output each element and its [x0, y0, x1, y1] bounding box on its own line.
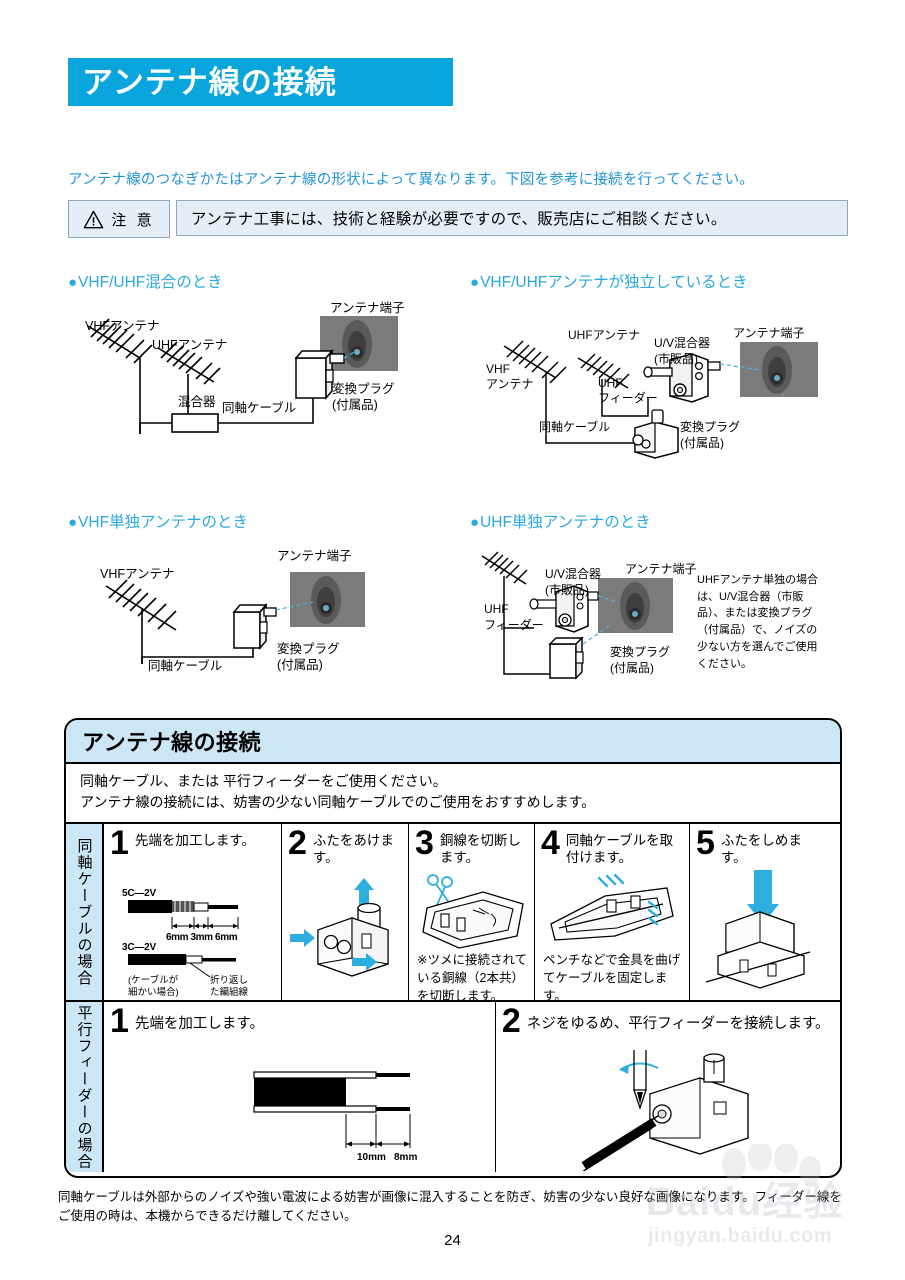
step-cell-coax-3: 3 銅線を切断します。: [409, 824, 535, 1003]
step-note-coax-4: ペンチなどで金具を曲げてケーブルを固定します。: [543, 953, 681, 1003]
caution-label: 注 意: [68, 200, 170, 238]
label-vhf-antenna-2: VHF アンテナ: [486, 362, 534, 391]
step-header: 1 先端を加工します。: [110, 1002, 490, 1040]
step-text: 先端を加工します。: [134, 1016, 264, 1032]
step-cell-coax-1: 1 先端を加工します。: [104, 824, 282, 1000]
label-uhf-antenna-2: UHFアンテナ: [568, 328, 641, 342]
label-feeder-dim-b: 8mm: [394, 1152, 418, 1163]
footer-note: 同軸ケーブルは外部からのノイズや強い電波による妨害が画像に混入することを防ぎ、妨…: [58, 1190, 842, 1223]
table-row-feeder: 平行フィーダーの場合 1 先端を加工します。: [66, 1002, 840, 1172]
label-antenna-terminal-1: アンテナ端子: [330, 301, 405, 315]
step-cell-feeder-2: 2 ネジをゆるめ、平行フィーダーを接続します。: [496, 1002, 840, 1172]
page-title: アンテナ線の接続: [82, 64, 337, 100]
step-note-coax-3: ※ツメに接続されている銅線（2本共）を切断します。: [417, 953, 528, 1003]
attach-coax-diagram: [550, 874, 674, 941]
label-plug-2: 変換プラグ (付属品): [680, 420, 741, 450]
step-number: 3: [415, 824, 434, 862]
table-row-coax: 同軸ケーブルの場合 1 先端を加工します。: [66, 824, 840, 1003]
step-text: 銅線を切断します。: [439, 833, 521, 866]
step-text: ふたをあけます。: [312, 833, 394, 866]
bullet-icon: ●: [470, 274, 480, 291]
figure-vhf-uhf-independent: [470, 300, 860, 460]
label-uhf-feeder-4: UHF フィーダー: [484, 602, 544, 632]
label-coax-1: 同軸ケーブル: [222, 401, 297, 415]
step-text: ネジをゆるめ、平行フィーダーを接続します。: [526, 1016, 830, 1032]
step-text: 同軸ケーブルを取付けます。: [565, 833, 674, 866]
bullet-icon: ●: [470, 514, 480, 531]
label-folded-braid: 折り返し た編組線: [210, 975, 249, 999]
section-heading-vhf-uhf-mixed: ●VHF/UHF混合のとき: [68, 274, 223, 291]
section-heading-uhf-only: ●UHF単独アンテナのとき: [470, 514, 651, 531]
page-number: 24: [444, 1232, 461, 1249]
label-plug-3: 変換プラグ (付属品): [277, 642, 340, 672]
step-header: 2 ふたをあけます。: [288, 824, 403, 867]
step-cell-feeder-1: 1 先端を加工します。: [104, 1002, 496, 1172]
figure-vhf-only: [68, 540, 468, 690]
step-header: 5 ふたをしめます。: [696, 824, 817, 867]
coax-strip-diagram: [128, 900, 239, 978]
antenna-connection-panel: アンテナ線の接続 同軸ケーブル、または 平行フィーダーをご使用ください。 アンテ…: [64, 718, 842, 1178]
step-header: 3 銅線を切断します。: [415, 824, 529, 867]
figure-vhf-uhf-mixed: [68, 296, 468, 456]
step-number: 5: [696, 824, 715, 862]
label-antenna-terminal-3: アンテナ端子: [277, 549, 352, 563]
label-coax-2: 同軸ケーブル: [539, 420, 611, 434]
intro-text: アンテナ線のつなぎかたはアンテナ線の形状によって異なります。下図を参考に接続を行…: [68, 172, 754, 188]
step-text: ふたをしめます。: [720, 833, 802, 866]
bullet-icon: ●: [68, 514, 78, 531]
warning-triangle-icon: [84, 210, 104, 228]
step-cell-coax-4: 4 同軸ケーブルを取付けます。: [535, 824, 690, 1003]
row-label-feeder: 平行フィーダーの場合: [66, 1002, 104, 1172]
step-header: 1 先端を加工します。: [110, 824, 276, 862]
figure-uhf-only: [470, 540, 700, 695]
label-uv-mixer-2: U/V混合器 (市販品): [654, 336, 711, 366]
label-cable-3c2v: 3C—2V: [122, 942, 157, 953]
step-header: 2 ネジをゆるめ、平行フィーダーを接続します。: [501, 1002, 835, 1040]
label-strip-dims: 6mm 3mm 6mm: [166, 932, 238, 943]
cut-wire-scissors-diagram: [422, 874, 524, 949]
page-header-bar: アンテナ線の接続: [68, 58, 453, 106]
step-number: 1: [110, 824, 129, 862]
section-heading-vhf-uhf-independent: ●VHF/UHFアンテナが独立しているとき: [470, 274, 748, 291]
label-vhf-antenna-1: VHFアンテナ: [85, 319, 160, 333]
panel-lead: 同軸ケーブル、または 平行フィーダーをご使用ください。 アンテナ線の接続には、妨…: [66, 764, 840, 824]
label-coax-3: 同軸ケーブル: [148, 659, 223, 673]
label-vhf-antenna-3: VHFアンテナ: [100, 567, 175, 581]
step-cell-coax-2: 2 ふたをあけます。: [282, 824, 409, 1000]
panel-rows: 同軸ケーブルの場合 1 先端を加工します。: [66, 824, 840, 1172]
uhf-only-note: UHFアンテナ単独の場合は、U/V混合器（市販品）、または変換プラグ（付属品）で…: [697, 574, 819, 670]
step-cell-coax-5: 5 ふたをしめます。: [690, 824, 822, 1000]
step-number: 1: [110, 1002, 129, 1040]
label-antenna-terminal-2: アンテナ端子: [733, 326, 805, 340]
bullet-icon: ●: [68, 274, 78, 291]
label-mixer-1: 混合器: [178, 395, 216, 409]
row-label-coax: 同軸ケーブルの場合: [66, 824, 104, 1000]
panel-title: アンテナ線の接続: [66, 720, 840, 764]
label-thin-cable-note: (ケーブルが 細かい場合): [128, 975, 179, 999]
feeder-strip-diagram: [253, 1071, 411, 1148]
label-uv-mixer-4: U/V混合器 (市販品): [545, 567, 602, 597]
label-uhf-feeder-2: UHF フィーダー: [598, 376, 658, 405]
label-uhf-antenna-1: UHFアンテナ: [152, 338, 228, 352]
screw-feeder-diagram: [581, 1050, 749, 1171]
caution-label-text: 注 意: [111, 211, 155, 229]
step-text: 先端を加工します。: [134, 833, 256, 848]
section-heading-vhf-only: ●VHF単独アンテナのとき: [68, 514, 248, 531]
label-antenna-terminal-4: アンテナ端子: [625, 562, 697, 576]
label-plug-4: 変換プラグ (付属品): [610, 645, 671, 675]
caution-message: アンテナ工事には、技術と経験が必要ですので、販売店にご相談ください。: [176, 200, 848, 236]
label-plug-1: 変換プラグ (付属品): [332, 382, 395, 412]
label-cable-5c2v: 5C—2V: [122, 888, 157, 899]
close-cover-diagram: [705, 870, 811, 989]
open-cover-diagram: [290, 878, 389, 977]
step-number: 2: [501, 1002, 521, 1040]
step-header: 4 同軸ケーブルを取付けます。: [541, 824, 684, 867]
caution-box: 注 意 アンテナ工事には、技術と経験が必要ですので、販売店にご相談ください。: [68, 200, 848, 238]
step-number: 2: [288, 824, 307, 862]
step-number: 4: [541, 824, 560, 862]
label-feeder-dim-a: 10mm: [357, 1152, 386, 1163]
